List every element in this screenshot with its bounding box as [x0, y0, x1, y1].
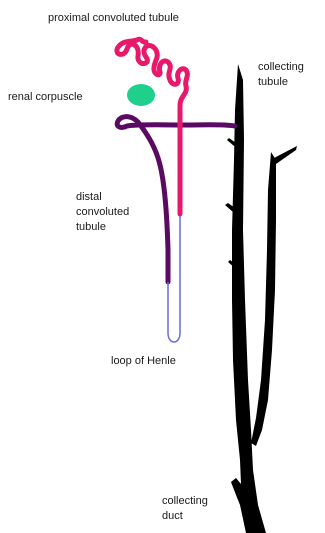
renal-corpuscle-shape: [127, 84, 155, 106]
distal-convoluted-tubule: [117, 117, 235, 282]
collecting-duct-label: collecting duct: [162, 494, 208, 524]
collecting-tubule-branch: [251, 152, 276, 446]
loop-of-henle-label: loop of Henle: [111, 354, 176, 369]
collecting-duct-trunk: [231, 64, 266, 533]
distal-convoluted-tubule-label: distal convoluted tubule: [76, 190, 129, 235]
collecting-tubule-twig: [274, 146, 297, 164]
collecting-system: [225, 64, 297, 533]
proximal-convoluted-tubule-label: proximal convoluted tubule: [48, 11, 179, 26]
collecting-tubule-label: collecting tubule: [258, 60, 304, 90]
renal-corpuscle-label: renal corpuscle: [8, 90, 83, 105]
